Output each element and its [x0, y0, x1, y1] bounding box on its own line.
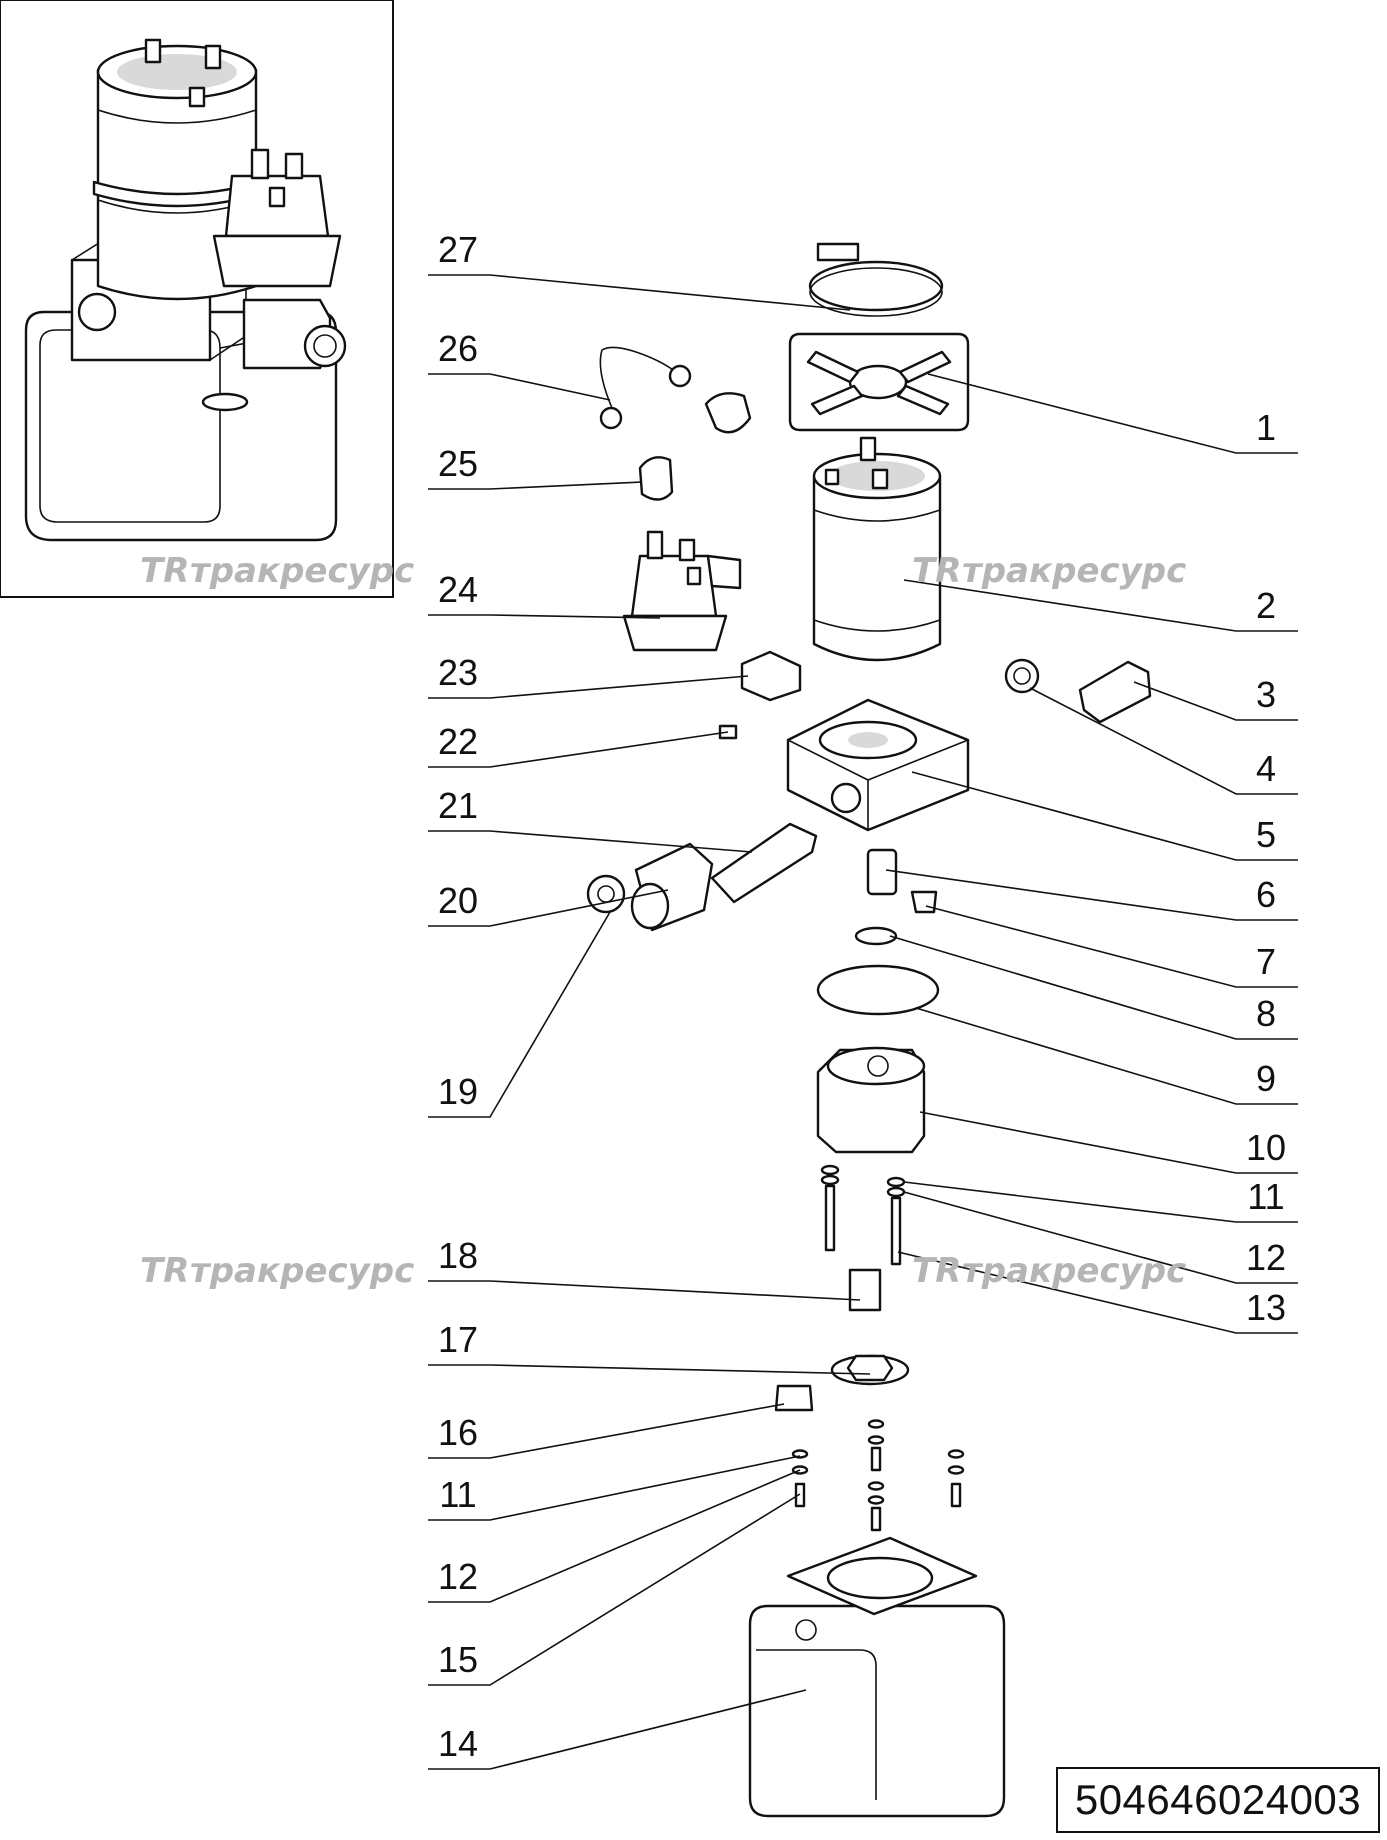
callout-14: 14 — [438, 1723, 478, 1764]
part-fitting-18 — [848, 1268, 882, 1312]
part-o-ring-9 — [816, 964, 940, 1016]
callout-12: 12 — [1246, 1237, 1286, 1278]
callout-10: 10 — [1246, 1127, 1286, 1168]
callout-labels: 27 26 25 24 23 22 21 20 19 18 17 16 11 1… — [438, 229, 1286, 1764]
leader-lines — [428, 274, 1298, 1770]
callout-27: 27 — [438, 229, 478, 270]
part-solenoid — [622, 530, 742, 652]
part-nut-17 — [830, 1354, 910, 1386]
watermark: TR тракресурс — [140, 1251, 414, 1291]
watermark: TR тракресурс — [140, 551, 414, 591]
part-fitting-7 — [910, 890, 938, 914]
callout-25: 25 — [438, 443, 478, 484]
callout-13: 13 — [1246, 1287, 1286, 1328]
part-valve-cartridge — [1078, 660, 1152, 724]
callout-5: 5 — [1256, 814, 1276, 855]
part-terminal-boot — [638, 456, 674, 501]
callout-17: 17 — [438, 1319, 478, 1360]
part-nut-19 — [586, 874, 626, 914]
callout-7: 7 — [1256, 941, 1276, 982]
assembly-inset — [0, 0, 394, 598]
part-bolts-pump — [820, 1164, 906, 1266]
part-fitting-4 — [1004, 658, 1040, 694]
callout-2: 2 — [1256, 585, 1276, 626]
svg-text:TR: TR — [912, 551, 961, 591]
part-brush-plate — [788, 332, 970, 432]
svg-text:TR: TR — [140, 551, 189, 591]
part-pump — [816, 1046, 926, 1154]
svg-text:TR: TR — [912, 1251, 961, 1291]
part-valve-stem — [710, 822, 818, 904]
part-coil — [630, 842, 714, 932]
exploded-parts — [586, 242, 1152, 1818]
part-motor — [812, 436, 942, 662]
document-number: 504646024003 — [1056, 1767, 1380, 1833]
callout-18: 18 — [438, 1235, 478, 1276]
callout-3: 3 — [1256, 674, 1276, 715]
callout-9: 9 — [1256, 1058, 1276, 1099]
part-manifold-block — [786, 698, 970, 832]
callout-12-lower: 12 — [438, 1556, 478, 1597]
callout-11-lower: 11 — [439, 1474, 476, 1515]
callout-1: 1 — [1256, 407, 1276, 448]
callout-11: 11 — [1247, 1176, 1284, 1217]
part-tank — [748, 1536, 1006, 1818]
callout-20: 20 — [438, 880, 478, 921]
callout-21: 21 — [438, 785, 478, 826]
part-bolts-tank — [791, 1419, 965, 1532]
callout-26: 26 — [438, 328, 478, 369]
part-o-ring-8 — [854, 926, 898, 946]
part-coupling — [866, 848, 898, 896]
callout-19: 19 — [438, 1071, 478, 1112]
callout-24: 24 — [438, 569, 478, 610]
part-filler-plug — [774, 1384, 814, 1412]
svg-text:тракресурс: тракресурс — [962, 551, 1186, 591]
callout-23: 23 — [438, 652, 478, 693]
svg-text:тракресурс: тракресурс — [190, 1251, 414, 1291]
part-plug-23 — [740, 650, 802, 702]
part-hose-clamp — [808, 242, 944, 317]
callout-6: 6 — [1256, 874, 1276, 915]
watermarks: TR тракресурс TR тракресурс TR тракресур… — [140, 551, 1186, 1291]
watermark: TR тракресурс — [912, 1251, 1186, 1291]
part-cable — [599, 346, 752, 434]
callout-8: 8 — [1256, 993, 1276, 1034]
svg-text:тракресурс: тракресурс — [962, 1251, 1186, 1291]
callout-4: 4 — [1256, 748, 1276, 789]
callout-15: 15 — [438, 1639, 478, 1680]
callout-22: 22 — [438, 721, 478, 762]
watermark: TR тракресурс — [912, 551, 1186, 591]
svg-text:TR: TR — [140, 1251, 189, 1291]
callout-16: 16 — [438, 1412, 478, 1453]
svg-text:тракресурс: тракресурс — [190, 551, 414, 591]
